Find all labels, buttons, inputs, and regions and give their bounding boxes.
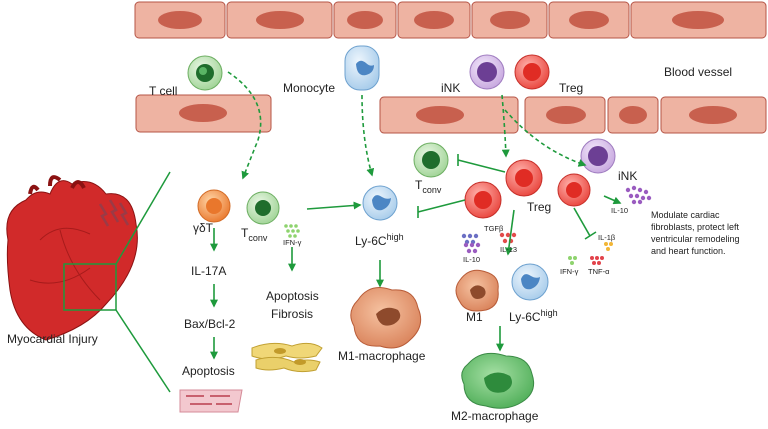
- label-t-conv-left-sub: conv: [248, 233, 268, 243]
- monocyte-top: [344, 45, 380, 91]
- heart-illustration: [6, 175, 138, 341]
- zoom-line-top: [115, 171, 171, 265]
- ink-cell-top: [469, 54, 505, 90]
- label-ifn-gamma-right: IFN-γ: [560, 267, 579, 276]
- il1-beta-dots: [604, 242, 613, 251]
- label-blood-vessel: Blood vessel: [664, 65, 732, 79]
- t-conv-cell-left: [246, 191, 280, 225]
- label-gamma-delta-t: γδT: [193, 221, 214, 235]
- label-ly6c-right-sup: high: [541, 308, 558, 318]
- label-apoptosis-left: Apoptosis: [182, 364, 235, 378]
- note-line-2: fibroblasts, protect left: [651, 222, 740, 232]
- label-fibrosis: Fibrosis: [271, 307, 313, 321]
- ifn-gamma-dots-left: [284, 224, 300, 238]
- ifn-gamma-dots-right: [568, 256, 577, 265]
- label-monocyte: Monocyte: [283, 81, 335, 95]
- label-t-conv-left-main: T: [241, 226, 249, 240]
- note-line-1: Modulate cardiac: [651, 210, 720, 220]
- label-m1: M1: [466, 310, 483, 324]
- gamma-delta-t-cell: [197, 189, 231, 223]
- apoptotic-tissue: [179, 389, 243, 413]
- label-t-cell: T cell: [149, 84, 177, 98]
- label-m1-macrophage: M1-macrophage: [338, 349, 426, 363]
- label-treg-right: Treg: [527, 200, 551, 214]
- label-t-conv-right-sub: conv: [422, 185, 442, 195]
- il10-dots-left: [463, 242, 481, 254]
- t-conv-cell-right: [413, 142, 449, 178]
- tgf-beta-dots: [461, 233, 479, 245]
- label-ly6c-right-main: Ly-6C: [509, 310, 541, 324]
- label-bax-bcl2: Bax/Bcl-2: [184, 317, 236, 331]
- treg-cells-right: [464, 159, 591, 219]
- label-il1-beta: IL-1β: [598, 233, 616, 242]
- label-ly6c-center: Ly-6Chigh: [355, 232, 404, 248]
- t-cell-top: [187, 55, 223, 91]
- m2-macrophage-cell: [461, 352, 535, 409]
- label-treg-top: Treg: [559, 81, 583, 95]
- label-apoptosis-mid: Apoptosis: [266, 289, 319, 303]
- note-line-3: ventricular remodeling: [651, 234, 740, 244]
- ly6c-monocyte-center: [362, 185, 398, 221]
- label-il10-right: IL-10: [611, 206, 628, 215]
- vessel-wall-bottom: [135, 94, 767, 134]
- arrows: [210, 71, 622, 360]
- treg-cell-top: [514, 54, 550, 90]
- label-il10-left: IL-10: [463, 255, 480, 264]
- label-tgf-beta: TGFβ: [484, 224, 504, 233]
- fibrosis-cells: [251, 342, 323, 373]
- label-ly6c-center-main: Ly-6C: [355, 234, 387, 248]
- label-t-conv-right: Tconv: [415, 178, 442, 195]
- tnf-alpha-dots: [590, 256, 604, 265]
- label-ink-right: iNK: [618, 169, 637, 183]
- label-ink-top: iNK: [441, 81, 460, 95]
- label-tnf-alpha: TNF-α: [588, 267, 610, 276]
- note-line-4: and heart function.: [651, 246, 726, 256]
- label-il17a: IL-17A: [191, 264, 226, 278]
- label-il13: IL-13: [500, 245, 517, 254]
- label-t-conv-right-main: T: [415, 178, 423, 192]
- m1-macrophage-cell-center: [350, 287, 422, 349]
- il10-dots-right: [625, 185, 652, 205]
- ly6c-monocyte-right: [511, 263, 549, 301]
- label-ly6c-center-sup: high: [387, 232, 404, 242]
- ink-cell-right: [580, 138, 616, 174]
- zoom-line-bottom: [115, 309, 171, 393]
- vessel-wall-top: [134, 1, 767, 39]
- label-ly6c-right: Ly-6Chigh: [509, 308, 558, 324]
- label-t-conv-left: Tconv: [241, 226, 268, 243]
- label-m2-macrophage: M2-macrophage: [451, 409, 539, 423]
- il13-dots: [499, 232, 517, 244]
- label-ifn-gamma-left: IFN-γ: [283, 238, 302, 247]
- m1-macrophage-cell-right: [455, 269, 499, 312]
- label-myocardial-injury: Myocardial Injury: [7, 332, 98, 346]
